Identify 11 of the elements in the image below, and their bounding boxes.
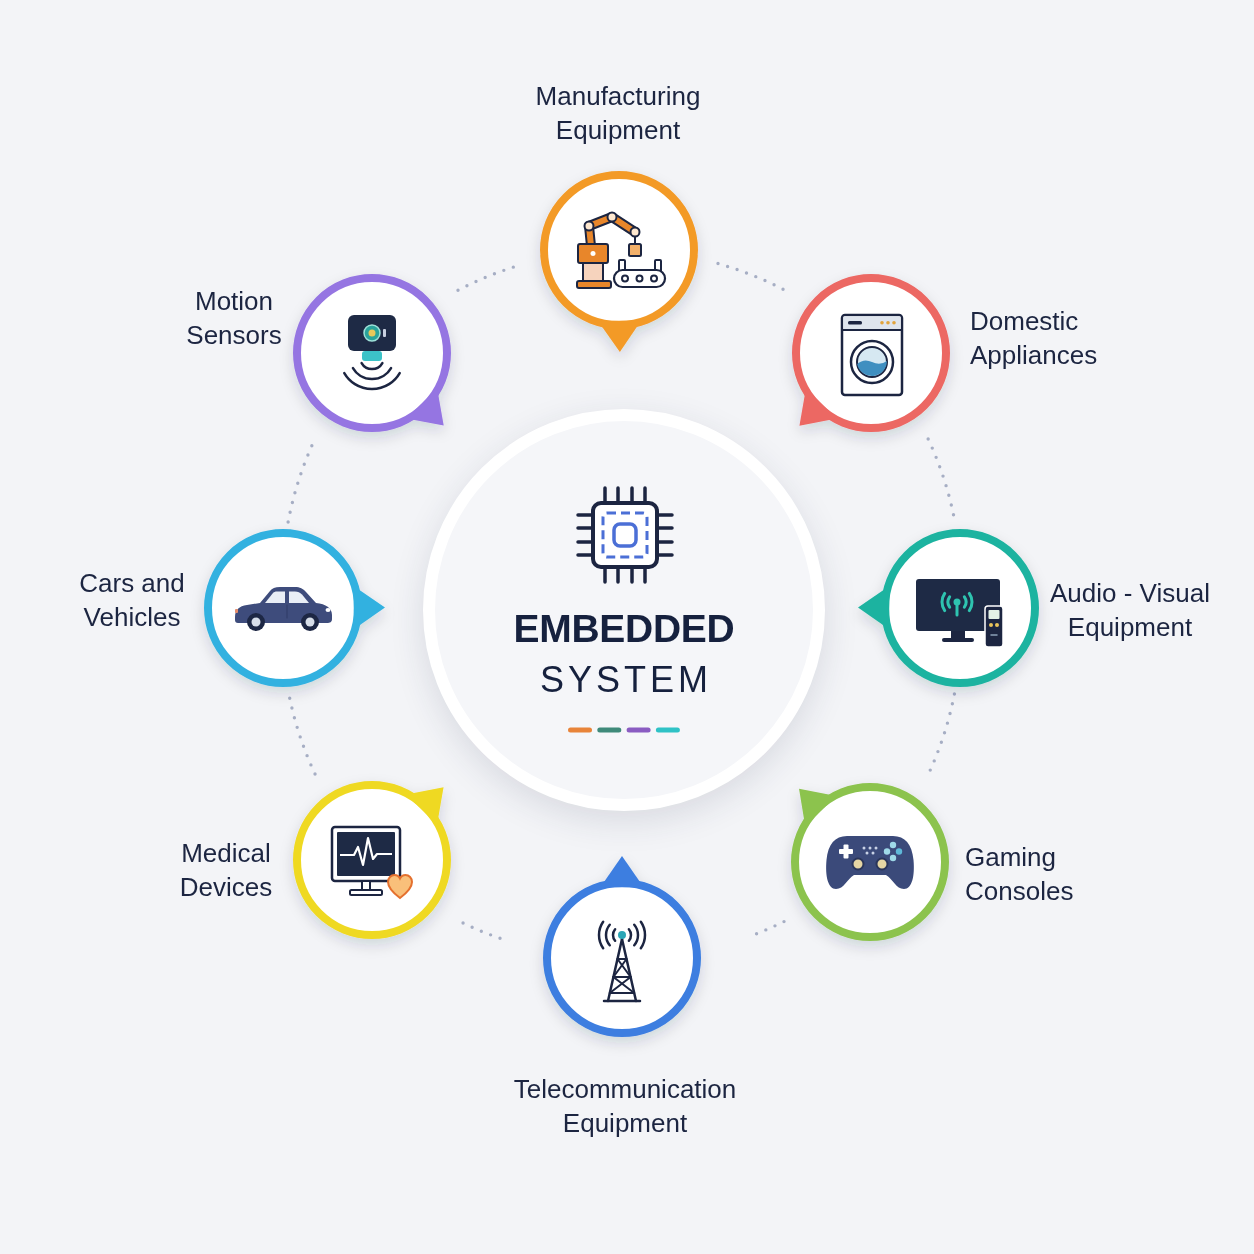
category-label: Audio - Visual Equipment: [1049, 577, 1211, 644]
hub-subtitle: SYSTEM: [539, 659, 713, 701]
category-label: Medical Devices: [178, 837, 274, 904]
category-label: Cars and Vehicles: [78, 567, 186, 634]
category-label: Domestic Appliances: [970, 305, 1099, 372]
hub-title: EMBEDDED: [512, 606, 736, 651]
dotted-connector: [716, 261, 787, 292]
category-label: Gaming Consoles: [965, 841, 1075, 908]
category-label: Manufacturing Equipment: [534, 80, 702, 147]
category-label: Telecommunication Equipment: [512, 1073, 738, 1140]
category-label: Motion Sensors: [185, 285, 283, 352]
